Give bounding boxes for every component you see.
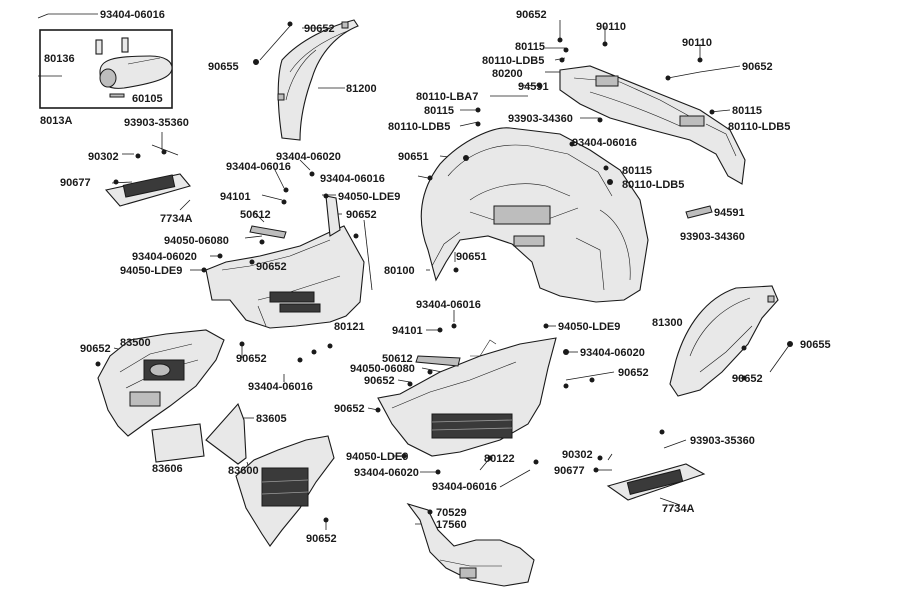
floorboard-7734A-right <box>606 463 706 501</box>
part-label: 94050-06080 <box>350 363 415 375</box>
part-label: 80110-LBA7 <box>416 91 478 103</box>
bracket-50612-right <box>415 355 461 367</box>
part-label: 81200 <box>346 83 377 95</box>
step-83600 <box>235 435 335 547</box>
part-label: 80110-LDB5 <box>728 121 790 133</box>
part-label: 93903-35360 <box>124 117 189 129</box>
part-label: 80121 <box>334 321 365 333</box>
part-label: 94050-LDE9 <box>558 321 620 333</box>
part-label: 90652 <box>516 9 547 21</box>
part-label: 80115 <box>732 105 762 117</box>
part-label: 80115 <box>515 41 545 53</box>
part-label: 83600 <box>228 465 259 477</box>
fender-81200 <box>277 19 359 141</box>
part-label: 90652 <box>306 533 337 545</box>
part-label: 90652 <box>256 261 287 273</box>
rear-body-80100 <box>420 127 649 303</box>
fender-81300 <box>669 285 779 397</box>
mud-guard-83500 <box>97 329 225 437</box>
part-label: 94591 <box>714 207 745 219</box>
part-label: 90651 <box>398 151 429 163</box>
part-label: 80115 <box>622 165 652 177</box>
part-label: 93903-35360 <box>690 435 755 447</box>
part-label: 93404-06020 <box>276 151 341 163</box>
part-label: 80136 <box>44 53 75 65</box>
part-label: 93404-06016 <box>572 137 637 149</box>
part-label: 90652 <box>80 343 111 355</box>
part-label: 94050-LDE9 <box>338 191 400 203</box>
right-footwell-80122 <box>377 337 557 457</box>
part-label: 93404-06016 <box>100 9 165 21</box>
part-label: 50612 <box>240 209 271 221</box>
part-label: 90652 <box>364 375 395 387</box>
part-label: 17560 <box>436 519 467 531</box>
part-label: 90652 <box>304 23 335 35</box>
part-label: 93404-06016 <box>416 299 481 311</box>
part-label: 90302 <box>88 151 119 163</box>
part-label: 94050-06080 <box>164 235 229 247</box>
part-label: 93404-06020 <box>354 467 419 479</box>
part-label: 80115 <box>424 105 454 117</box>
part-label: 83605 <box>256 413 287 425</box>
part-label: 8013A <box>40 115 72 127</box>
floorboard-7734A-left <box>104 173 191 207</box>
part-label: 90652 <box>618 367 649 379</box>
part-label: 90110 <box>596 21 626 33</box>
part-label: 93903-34360 <box>508 113 573 125</box>
part-label: 90652 <box>236 353 267 365</box>
part-label: 90652 <box>732 373 763 385</box>
part-label: 93404-06016 <box>320 173 385 185</box>
part-label: 90655 <box>800 339 831 351</box>
part-label: 60105 <box>132 93 163 105</box>
part-label: 90655 <box>208 61 239 73</box>
part-label: 80110-LDB5 <box>482 55 544 67</box>
part-label: 94050-LDE9 <box>346 451 408 463</box>
part-label: 80110-LDB5 <box>388 121 450 133</box>
part-label: 7734A <box>160 213 192 225</box>
part-label: 81300 <box>652 317 683 329</box>
part-label: 70529 <box>436 507 467 519</box>
part-label: 93404-06020 <box>132 251 197 263</box>
part-labels: 93404-06016 80136 8013A 60105 90652 9065… <box>40 9 831 545</box>
part-label: 90677 <box>554 465 585 477</box>
rear-rack-80200 <box>559 65 746 185</box>
part-label: 80122 <box>484 453 515 465</box>
part-label: 94050-LDE9 <box>120 265 182 277</box>
pads-83605-83606 <box>151 402 247 465</box>
part-label: 90651 <box>456 251 487 263</box>
part-label: 80110-LDB5 <box>622 179 684 191</box>
part-label: 50612 <box>382 353 413 365</box>
part-label: 94101 <box>220 191 251 203</box>
strap-94591 <box>685 205 713 219</box>
part-label: 7734A <box>662 503 694 515</box>
skid-17560 <box>406 502 535 587</box>
bracket-50612-left <box>249 225 287 239</box>
part-label: 93404-06016 <box>432 481 497 493</box>
part-label: 90677 <box>60 177 91 189</box>
part-label: 90110 <box>682 37 712 49</box>
part-label: 94591 <box>518 81 549 93</box>
fasteners <box>95 21 793 523</box>
part-label: 93903-34360 <box>680 231 745 243</box>
kit-box-8013A <box>39 29 173 109</box>
part-label: 90652 <box>346 209 377 221</box>
part-label: 80100 <box>384 265 415 277</box>
part-label: 83606 <box>152 463 183 475</box>
part-label: 80200 <box>492 68 523 80</box>
part-label: 93404-06020 <box>580 347 645 359</box>
part-label: 90652 <box>334 403 365 415</box>
left-footwell-80121 <box>205 195 365 329</box>
part-label: 90652 <box>742 61 773 73</box>
part-label: 94101 <box>392 325 423 337</box>
part-label: 90302 <box>562 449 593 461</box>
part-label: 93404-06016 <box>226 161 291 173</box>
part-label: 93404-06016 <box>248 381 313 393</box>
part-label: 83500 <box>120 337 151 349</box>
